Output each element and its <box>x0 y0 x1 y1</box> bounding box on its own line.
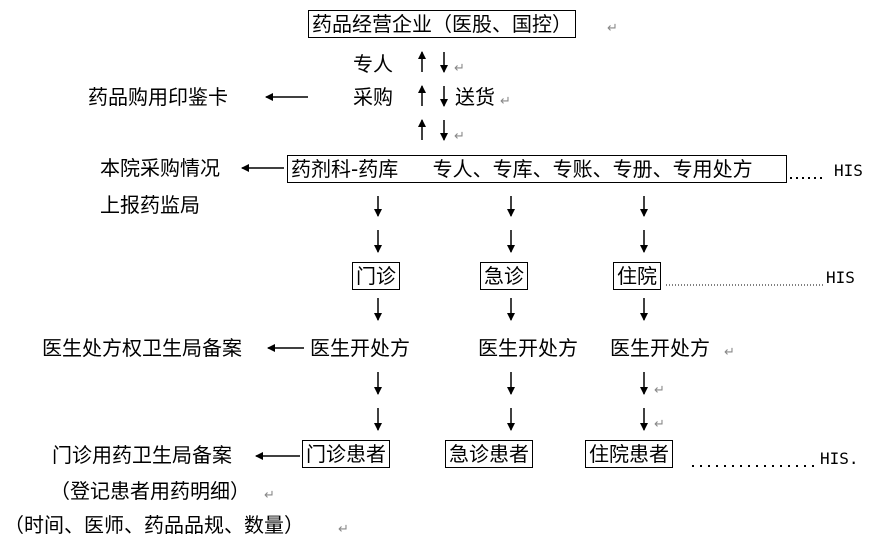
songhuo-label: 送货 <box>455 85 495 109</box>
paragraph-mark: ↵ <box>654 417 665 432</box>
inpatient-box: 住院 <box>613 262 661 290</box>
rx-outpatient-label: 医生开处方 <box>310 336 410 360</box>
stamp-card-label: 药品购用印鉴卡 <box>88 85 228 109</box>
outpatient-record-line1: 门诊用药卫生局备案 <box>52 443 232 467</box>
patient-inpatient-box: 住院患者 <box>585 440 673 468</box>
pharmacy-box: 药剂科-药库 专人、专库、专账、专册、专用处方 <box>287 155 787 183</box>
paragraph-mark: ↵ <box>264 488 275 503</box>
inpatient-label: 住院 <box>617 264 657 288</box>
purchase-report-line2: 上报药监局 <box>100 193 200 217</box>
his-label-3: HIS. <box>820 449 859 468</box>
pharmacy-label: 药剂科-药库 <box>291 157 399 181</box>
rx-inpatient-label: 医生开处方 <box>610 336 710 360</box>
pharmacy-rules: 专人、专库、专账、专册、专用处方 <box>432 157 753 181</box>
paragraph-mark: ↵ <box>654 383 665 398</box>
his-label-2: HIS <box>826 268 855 287</box>
paragraph-mark: ↵ <box>454 61 465 76</box>
paragraph-mark: ↵ <box>338 522 349 537</box>
outpatient-record-line3: （时间、医师、药品品规、数量） <box>4 513 304 537</box>
patient-inpatient-label: 住院患者 <box>589 442 669 466</box>
enterprise-box: 药品经营企业（医股、国控） <box>308 10 576 38</box>
emergency-box: 急诊 <box>480 262 528 290</box>
rx-emergency-label: 医生开处方 <box>478 336 578 360</box>
paragraph-mark: ↵ <box>607 21 618 36</box>
paragraph-mark: ↵ <box>454 129 465 144</box>
outpatient-box: 门诊 <box>352 262 400 290</box>
his-label-1: HIS <box>834 161 863 180</box>
patient-outpatient-box: 门诊患者 <box>302 440 390 468</box>
paragraph-mark: ↵ <box>500 94 511 109</box>
patient-emergency-label: 急诊患者 <box>449 442 529 466</box>
patient-emergency-box: 急诊患者 <box>445 440 533 468</box>
purchase-report-line1: 本院采购情况 <box>100 156 220 180</box>
paragraph-mark: ↵ <box>724 345 735 360</box>
rx-authority-label: 医生处方权卫生局备案 <box>42 336 242 360</box>
emergency-label: 急诊 <box>484 264 524 288</box>
zhuanren-label: 专人 <box>353 52 393 76</box>
outpatient-label: 门诊 <box>356 264 396 288</box>
outpatient-record-line2: （登记患者用药明细） <box>50 479 250 503</box>
caigou-label: 采购 <box>353 85 393 109</box>
patient-outpatient-label: 门诊患者 <box>306 442 386 466</box>
enterprise-label: 药品经营企业（医股、国控） <box>312 12 572 36</box>
